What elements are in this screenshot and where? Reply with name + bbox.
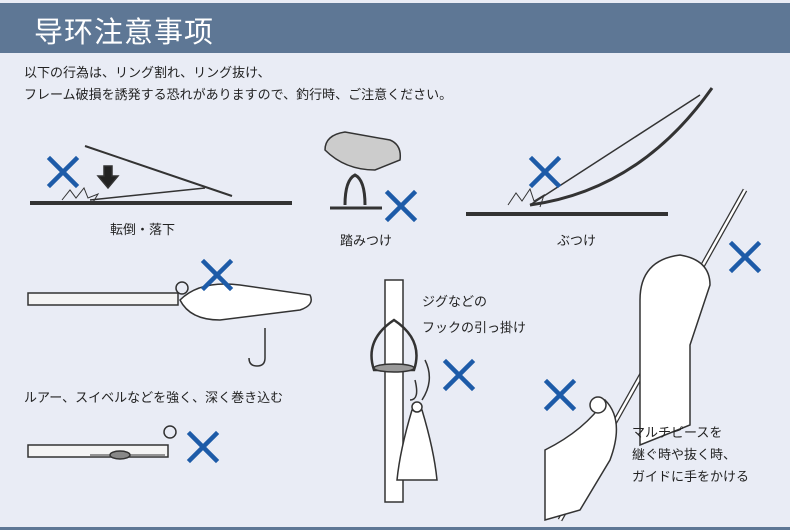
multipiece-line-2: 継ぐ時や抜く時、 xyxy=(632,448,737,463)
cross-icon xyxy=(190,434,216,460)
intro-text: 以下の行為は、リング割れ、リング抜け、 フレーム破損を誘発する恐れがありますので… xyxy=(24,63,452,107)
intro-line-1: 以下の行為は、リング割れ、リング抜け、 xyxy=(24,66,271,81)
lure-illustration xyxy=(27,281,312,367)
cross-icon xyxy=(732,244,758,270)
cross-icon xyxy=(50,159,76,185)
case-label-fall: 転倒・落下 xyxy=(110,223,176,238)
multipiece-illustration xyxy=(544,188,748,522)
jig-illustration xyxy=(370,279,438,503)
multipiece-line-3: ガイドに手をかける xyxy=(632,470,750,485)
hit-illustration xyxy=(466,87,714,216)
step-illustration xyxy=(324,131,402,210)
case-label-step: 踏みつけ xyxy=(340,234,393,249)
footer-bar xyxy=(0,527,790,530)
cross-icon xyxy=(532,159,558,185)
case-label-lure: ルアー、スイベルなどを強く、深く巻き込む xyxy=(24,391,284,406)
page-title: 导环注意事项 xyxy=(34,15,215,49)
case-label-jig: ジグなどの フックの引っ掛け xyxy=(422,290,526,342)
fall-illustration xyxy=(30,145,292,205)
case-label-hit: ぶつけ xyxy=(557,234,597,249)
cross-icon xyxy=(446,362,472,388)
case-label-multipiece: マルチピースを 継ぐ時や抜く時、 ガイドに手をかける xyxy=(632,423,749,489)
jig-line-2: フックの引っ掛け xyxy=(422,321,527,336)
cross-icon xyxy=(388,193,414,219)
header-bar: 导环注意事项 xyxy=(0,3,790,53)
intro-line-2: フレーム破損を誘発する恐れがありますので、釣行時、ご注意ください。 xyxy=(24,88,453,103)
jig-line-1: ジグなどの xyxy=(422,295,488,310)
multipiece-line-1: マルチピースを xyxy=(632,426,723,441)
swivel-illustration xyxy=(27,425,177,460)
cross-icon xyxy=(547,382,573,408)
